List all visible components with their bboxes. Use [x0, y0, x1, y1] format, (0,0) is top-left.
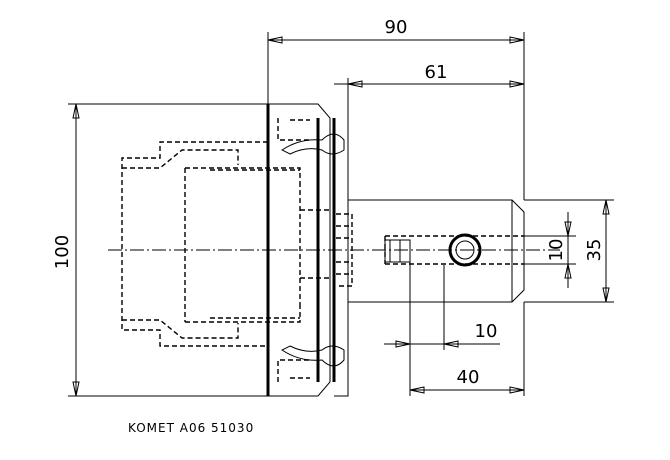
screw-thread-box [384, 239, 411, 263]
dim-61-arrow-left [347, 80, 363, 88]
dim-61-label: 61 [425, 62, 448, 83]
taper-inner-lower [122, 319, 239, 339]
dim-35-label: 35 [584, 239, 605, 262]
dim-10-offset-label: 10 [475, 321, 498, 342]
taper-recess [210, 169, 300, 319]
part-caption: KOMET A06 51030 [128, 421, 254, 435]
taper-inner-upper [122, 149, 239, 169]
dim-10-bore-arrow-bottom [564, 263, 572, 279]
drive-key-bottom [281, 345, 345, 367]
shank-body [348, 199, 525, 303]
dim-35-arrow-bottom [602, 287, 610, 303]
dim-61-arrow-right [509, 80, 525, 88]
dim-100-arrow-bottom [72, 381, 80, 397]
dim-10-offset-arrow-left [395, 340, 411, 348]
dim-90-arrow-left [267, 36, 283, 44]
dimension-lines: 90 61 100 35 10 10 [52, 17, 614, 397]
taper-shank-outline [121, 141, 268, 347]
dim-35-arrow-top [602, 199, 610, 215]
dim-90-label: 90 [385, 17, 408, 38]
taper-bore-outline [184, 167, 301, 323]
dim-10-offset-arrow-right [443, 340, 459, 348]
dim-40-arrow-right [509, 386, 525, 394]
drive-key-top [281, 133, 345, 155]
flange-collar [334, 83, 349, 397]
dim-40-arrow-left [409, 386, 425, 394]
dim-100-label: 100 [52, 235, 73, 269]
tool-holder-outline [121, 83, 525, 397]
flange-hidden-upper [277, 118, 310, 382]
dim-10-bore-label: 10 [546, 239, 567, 262]
dim-10-bore-arrow-top [564, 221, 572, 237]
flange-body [268, 103, 331, 397]
dim-40-label: 40 [457, 367, 480, 388]
dim-90-arrow-right [509, 36, 525, 44]
flange-hidden-drive [290, 119, 330, 379]
dim-100-arrow-top [72, 103, 80, 119]
